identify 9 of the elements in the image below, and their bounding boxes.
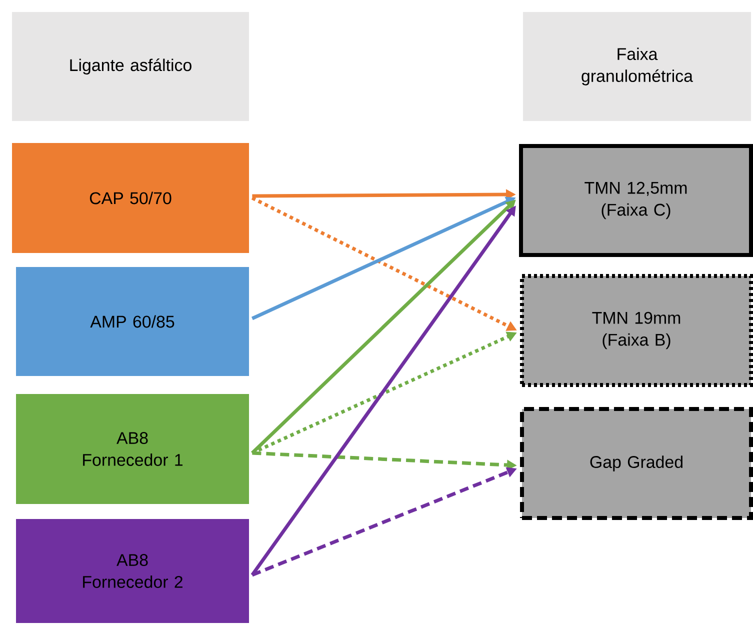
process-box: TMN 19mm (Faixa B) [520, 274, 753, 387]
process-box: CAP 50/70 [12, 143, 249, 253]
header-box: Ligante asfáltico [12, 12, 249, 121]
process-box: AB8 Fornecedor 2 [16, 519, 249, 623]
process-box: Gap Graded [520, 407, 753, 520]
process-box: TMN 12,5mm (Faixa C) [519, 144, 753, 257]
process-box: AMP 60/85 [16, 267, 249, 376]
header-box: Faixa granulométrica [523, 12, 751, 121]
process-box: AB8 Fornecedor 1 [16, 394, 249, 504]
